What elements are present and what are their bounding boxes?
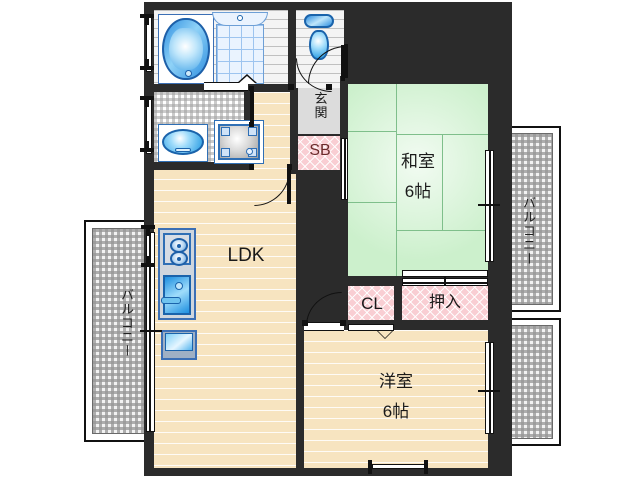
interior-wall <box>290 88 298 172</box>
balcony-right-upper-label: バルコニー <box>521 196 536 266</box>
window-handle-icon <box>146 229 150 236</box>
genkan-label: 玄 関 <box>314 91 328 120</box>
oshiire-label: 押入 <box>428 294 461 311</box>
washitsu-area-label: 6帖 <box>404 182 432 201</box>
yoshitsu-area-label: 6帖 <box>382 402 410 421</box>
toilet-tank <box>304 14 334 28</box>
window-handle-icon <box>424 460 428 474</box>
yoshitsu-door-jamb <box>302 320 308 326</box>
interior-wall <box>288 10 296 88</box>
ldk-door-leaf[interactable] <box>287 170 291 204</box>
fusuma-rail <box>344 138 346 200</box>
window-handle-icon <box>478 204 500 206</box>
yoshitsu-name-label: 洋室 <box>379 372 413 391</box>
wm-drain <box>246 148 253 155</box>
ldk-counter-top <box>165 333 193 351</box>
bathroom-door-fold-fill <box>238 76 256 84</box>
shoebox-label: SB <box>309 142 331 159</box>
toilet-door-jamb <box>288 84 294 90</box>
shower-area <box>216 24 264 84</box>
window-handle-icon <box>140 330 162 332</box>
interior-wall <box>394 282 402 326</box>
window-handle-icon <box>140 66 154 70</box>
tatami-joint <box>442 134 443 230</box>
yoshitsu-floor <box>304 330 488 468</box>
window-handle-icon <box>141 225 155 229</box>
interior-wall <box>154 162 250 170</box>
tatami-joint <box>348 202 396 203</box>
washitsu-floor <box>348 84 488 280</box>
interior-wall <box>296 322 304 468</box>
window-handle-icon <box>141 263 155 267</box>
window-handle-icon <box>146 256 150 263</box>
window-handle-icon <box>145 18 149 25</box>
window-handle-icon <box>140 14 154 18</box>
wm-corner <box>221 148 230 157</box>
gas-stove <box>163 233 191 266</box>
yoshitsu-south-window[interactable] <box>372 464 428 469</box>
bathtub-drain <box>185 70 192 77</box>
washitsu-name-label: 和室 <box>401 152 435 171</box>
tatami-joint <box>348 131 396 132</box>
balcony-left-label: バルコニー <box>119 288 134 358</box>
window-handle-icon <box>140 148 154 152</box>
ldk-door-jamb <box>249 164 254 170</box>
genkan-floor <box>296 88 344 134</box>
oshiire-door-divider <box>444 272 446 286</box>
closet-label: CL <box>361 294 383 313</box>
interior-wall <box>340 320 490 330</box>
tatami-joint <box>396 84 397 280</box>
window-handle-icon <box>145 100 149 107</box>
interior-wall <box>340 76 490 84</box>
washing-machine <box>218 124 260 160</box>
tatami-joint <box>396 230 488 231</box>
bathtub <box>162 18 210 80</box>
shoebox-floor <box>298 136 342 170</box>
window-handle-icon <box>145 141 149 148</box>
burner-front <box>170 251 188 266</box>
closet-door[interactable] <box>348 324 394 331</box>
oshiire-floor <box>402 284 488 324</box>
window-handle-icon <box>368 460 372 474</box>
interior-wall <box>290 166 298 174</box>
closet-floor <box>348 284 396 324</box>
window-sash <box>149 232 151 432</box>
window-handle-icon <box>145 59 149 66</box>
washroom-door-jamb <box>249 86 254 91</box>
wm-corner <box>221 127 230 136</box>
bathroom-door[interactable] <box>204 82 248 91</box>
ldk-label: LDK <box>227 245 265 266</box>
window-handle-icon <box>478 390 500 392</box>
yoshitsu-door-jamb <box>340 320 346 326</box>
wm-corner <box>248 127 257 136</box>
washroom-door-leaf[interactable] <box>250 90 254 124</box>
window-sash <box>489 342 491 434</box>
wash-basin-spout <box>175 148 191 152</box>
washroom-door-jamb <box>249 122 254 127</box>
kitchen-sink <box>161 275 191 315</box>
bathtub-basin <box>169 28 203 70</box>
entrance-door-jamb <box>344 44 348 78</box>
window-sash <box>489 150 491 262</box>
window-handle-icon <box>140 96 154 100</box>
sink-drain <box>175 282 183 290</box>
sink-faucet <box>161 297 181 304</box>
ldk-door-jamb <box>287 164 292 170</box>
yoshitsu-door-fold-fill <box>377 330 393 338</box>
shower-head-nozzle <box>237 15 243 21</box>
washitsu-south-fusuma[interactable] <box>402 270 488 277</box>
